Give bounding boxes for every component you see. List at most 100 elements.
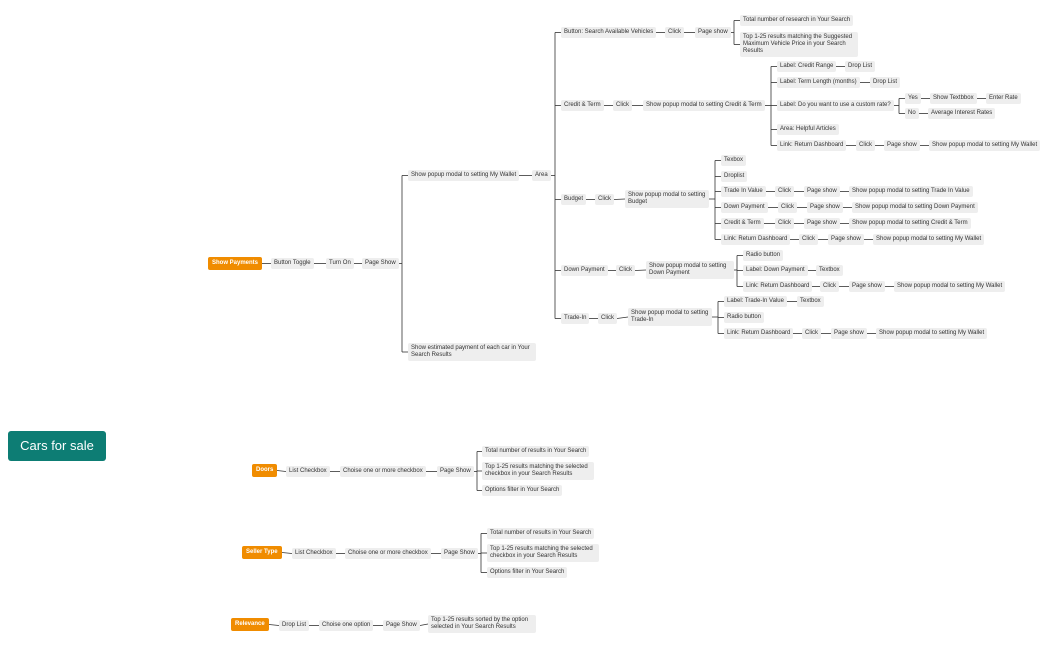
node-budget-return-page-show: Page show: [828, 234, 864, 245]
node-enter-rate: Enter Rate: [986, 93, 1021, 104]
node-droplist: Droplist: [721, 171, 748, 182]
node-no: No: [905, 108, 919, 119]
connector-line: [281, 552, 293, 554]
node-textbox-1: Texbox: [721, 155, 747, 166]
node-yes: Yes: [905, 93, 921, 104]
node-relevance-page-show: Page Show: [383, 620, 420, 631]
node-credit-return-click: Click: [856, 140, 875, 151]
node-budget-return-modal: Show popup modal to setting My Wallet: [873, 234, 985, 245]
node-budget-credit-modal: Show popup modal to setting Credit & Ter…: [849, 218, 971, 229]
node-top-results-price: Top 1-25 results matching the Suggested …: [740, 32, 858, 57]
node-radio-button-1: Radio button: [743, 250, 784, 261]
cars-for-sale-badge[interactable]: Cars for sale: [8, 431, 106, 461]
node-search-click: Click: [665, 27, 684, 38]
node-doors-list: List Checkbox: [286, 466, 330, 477]
node-budget-return: Link: Return Dashboard: [721, 234, 791, 245]
node-trade-in-value-page-show: Page show: [804, 186, 840, 197]
node-radio-button-2: Radio button: [724, 312, 765, 323]
node-budget-down-modal: Show popup modal to setting Down Payment: [852, 202, 978, 213]
node-down-return-modal: Show popup modal to setting My Wallet: [894, 281, 1006, 292]
node-seller-options: Options filter in Your Search: [487, 567, 568, 578]
node-page-show-1: Page Show: [362, 258, 399, 269]
connector-line: [419, 623, 429, 626]
node-down-return: Link: Return Dashboard: [743, 281, 813, 292]
node-doors-choose: Choise one or more checkbox: [340, 466, 426, 477]
node-show-textbox: Show Textbbox: [930, 93, 977, 104]
node-doors-top: Top 1-25 results matching the selected c…: [482, 462, 594, 480]
node-doors-options: Options filter in Your Search: [482, 485, 563, 496]
connector-line: [634, 269, 647, 271]
node-trade-modal: Show popup modal to setting Trade-In: [628, 308, 712, 326]
node-trade-return-page-show: Page show: [831, 328, 867, 339]
node-credit-return: Link: Return Dashboard: [777, 140, 847, 151]
node-root-payments: Show Payments: [208, 257, 263, 270]
node-root-relevance: Relevance: [231, 618, 269, 631]
node-credit-modal: Show popup modal to setting Credit & Ter…: [643, 100, 765, 111]
node-trade-in: Trade-In: [561, 313, 590, 324]
node-budget-down-page-show: Page show: [807, 202, 843, 213]
node-budget: Budget: [561, 194, 587, 205]
node-seller-list: List Checkbox: [292, 548, 336, 559]
node-down-payment: Down Payment: [561, 265, 608, 276]
node-total-research: Total number of research in Your Search: [740, 15, 854, 26]
node-drop-list-1: Drop List: [845, 61, 876, 72]
node-helpful-articles: Area: Helpful Articles: [777, 124, 839, 135]
node-trade-return-click: Click: [802, 328, 821, 339]
node-budget-credit-click: Click: [775, 218, 794, 229]
node-down-click: Click: [616, 265, 635, 276]
node-search-page-show: Page show: [695, 27, 731, 38]
node-credit-term: Credit & Term: [561, 100, 604, 111]
node-trade-return-modal: Show popup modal to setting My Wallet: [876, 328, 988, 339]
node-label-down-payment: Label: Down Payment: [743, 265, 808, 276]
node-trade-in-value-modal: Show popup modal to setting Trade In Val…: [849, 186, 973, 197]
node-relevance-drop: Drop List: [279, 620, 310, 631]
node-button-toggle: Button Toggle: [271, 258, 314, 269]
node-wallet-modal: Show popup modal to setting My Wallet: [408, 170, 520, 181]
node-relevance-choose: Choise one option: [319, 620, 374, 631]
connector-line: [616, 316, 629, 319]
node-budget-credit-page-show: Page show: [804, 218, 840, 229]
node-relevance-top: Top 1-25 results sorted by the option se…: [428, 615, 536, 633]
node-credit-return-page-show: Page show: [884, 140, 920, 151]
node-budget-credit-term: Credit & Term: [721, 218, 764, 229]
node-doors-total: Total number of results in Your Search: [482, 446, 590, 457]
node-budget-down-click: Click: [778, 202, 797, 213]
node-seller-total: Total number of results in Your Search: [487, 528, 595, 539]
node-avg-rates: Average Interest Rates: [928, 108, 996, 119]
node-trade-click: Click: [598, 313, 617, 324]
connector-line: [613, 198, 626, 200]
node-budget-click: Click: [595, 194, 614, 205]
node-root-doors: Doors: [252, 464, 278, 477]
node-label-trade-value: Label: Trade-In Value: [724, 296, 787, 307]
node-estimated-payment: Show estimated payment of each car in Yo…: [408, 343, 536, 361]
node-label-term-length: Label: Term Length (months): [777, 77, 860, 88]
node-trade-return: Link: Return Dashboard: [724, 328, 794, 339]
node-budget-modal: Show popup modal to setting Budget: [625, 190, 709, 208]
node-doors-page-show: Page Show: [437, 466, 474, 477]
node-area: Area: [532, 170, 551, 181]
node-trade-in-value-click: Click: [775, 186, 794, 197]
node-turn-on: Turn On: [326, 258, 354, 269]
node-down-return-click: Click: [820, 281, 839, 292]
node-search-button: Button: Search Available Vehicles: [561, 27, 657, 38]
node-label-custom-rate: Label: Do you want to use a custom rate?: [777, 100, 894, 111]
node-label-credit-range: Label: Credit Range: [777, 61, 837, 72]
node-credit-click: Click: [613, 100, 632, 111]
node-down-modal: Show popup modal to setting Down Payment: [646, 261, 734, 279]
connector-line: [268, 624, 280, 626]
node-credit-return-modal: Show popup modal to setting My Wallet: [929, 140, 1041, 151]
node-seller-top: Top 1-25 results matching the selected c…: [487, 544, 599, 562]
node-textbox-2: Textbox: [816, 265, 843, 276]
node-root-seller: Seller Type: [242, 546, 282, 559]
node-budget-return-click: Click: [799, 234, 818, 245]
node-seller-choose: Choise one or more checkbox: [345, 548, 431, 559]
node-textbox-3: Textbox: [797, 296, 824, 307]
node-drop-list-2: Drop List: [870, 77, 901, 88]
node-seller-page-show: Page Show: [441, 548, 478, 559]
node-down-return-page-show: Page show: [849, 281, 885, 292]
node-trade-in-value: Trade In Value: [721, 186, 766, 197]
connector-line: [276, 470, 287, 472]
node-budget-down-payment: Down Payment: [721, 202, 768, 213]
